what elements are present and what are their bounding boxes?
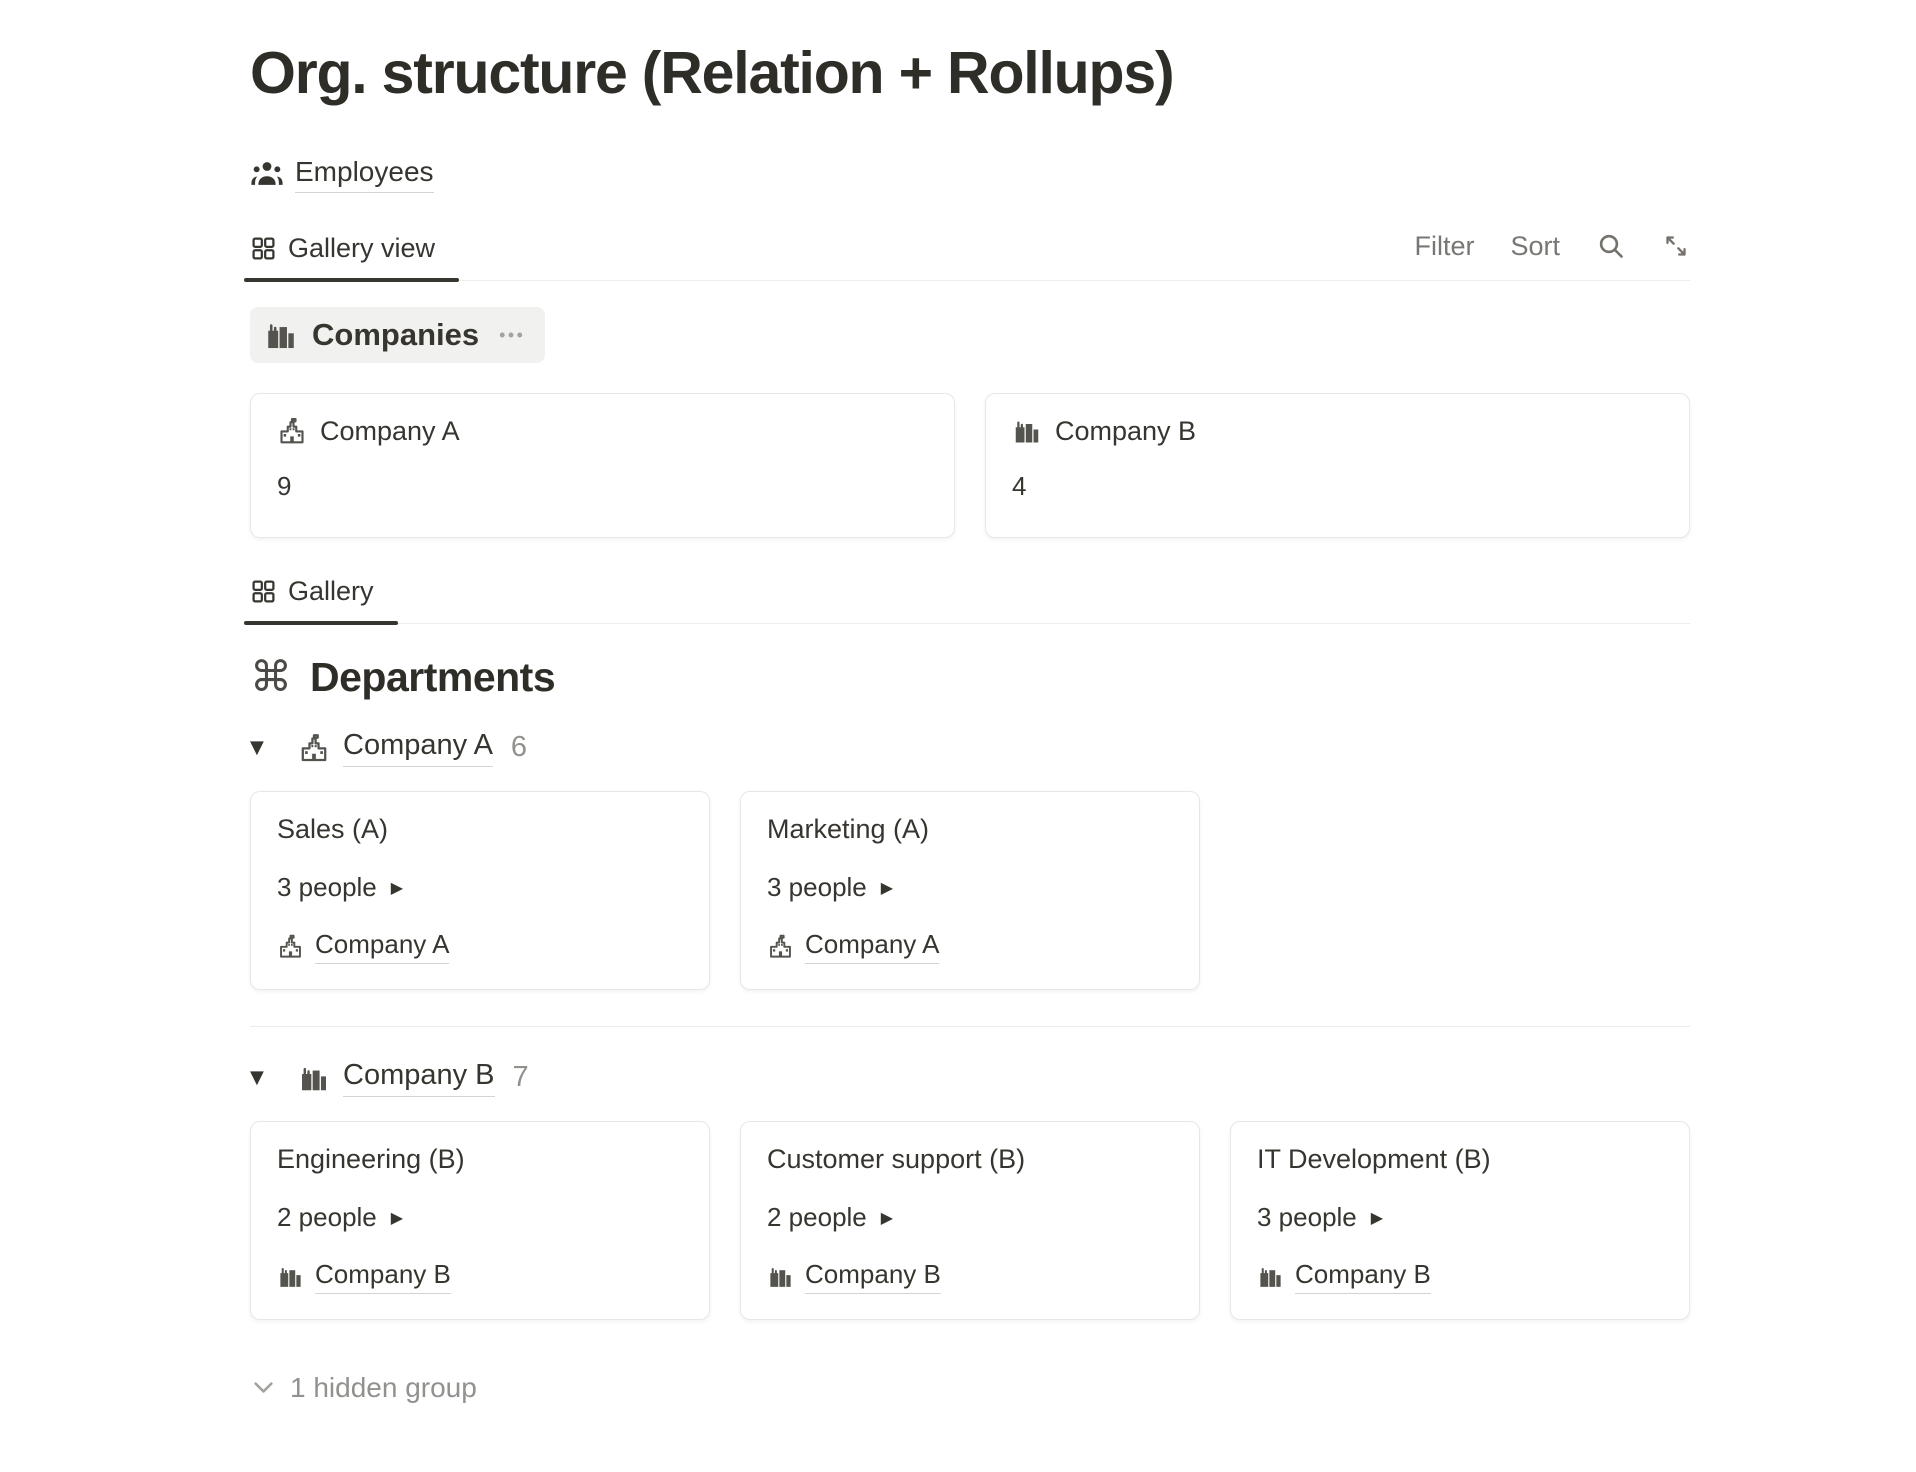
triangle-down-icon[interactable]: ▼	[250, 1067, 264, 1089]
departments-heading: ⌘ Departments	[250, 654, 1690, 701]
employees-label: Employees	[295, 156, 434, 193]
triangle-right-icon: ▶	[1370, 1207, 1384, 1227]
hidden-group-label: 1 hidden group	[290, 1371, 477, 1403]
rollup-value: 4	[1012, 470, 1027, 501]
dept-card-marketing-a[interactable]: Marketing (A) 3 people ▶ Company A	[740, 790, 1200, 990]
people-count: 3 people	[277, 871, 377, 902]
group-divider	[250, 1025, 1690, 1027]
company-card-title: Company B	[1055, 415, 1197, 446]
company-card-b[interactable]: Company B 4	[985, 392, 1690, 538]
triangle-right-icon: ▶	[390, 1207, 404, 1227]
tab-gallery[interactable]: Gallery	[244, 570, 398, 626]
company-link[interactable]: Company B	[805, 1259, 941, 1294]
dept-card-it-development-b[interactable]: IT Development (B) 3 people ▶ Company B	[1230, 1120, 1690, 1320]
command-icon: ⌘	[250, 652, 292, 702]
company-relation: Company B	[1257, 1259, 1663, 1294]
rollup-value: 9	[277, 470, 292, 501]
dept-card-title: Marketing (A)	[767, 813, 930, 844]
group-count: 6	[510, 731, 528, 764]
city-icon	[1257, 1263, 1284, 1290]
company-link[interactable]: Company B	[315, 1259, 451, 1294]
active-tab-underline	[244, 277, 460, 283]
group-header-company-b: ▼ Company B 7	[250, 1059, 1690, 1097]
city-icon	[277, 1263, 304, 1290]
group-a-cards: Sales (A) 3 people ▶ Company A Marketing…	[250, 790, 1690, 990]
companies-group-header[interactable]: Companies	[250, 306, 546, 363]
company-relation: Company A	[767, 929, 1173, 964]
dept-card-title: Engineering (B)	[277, 1143, 465, 1174]
page-title[interactable]: Org. structure (Relation + Rollups)	[250, 40, 1175, 106]
triangle-down-icon[interactable]: ▼	[250, 737, 264, 759]
sort-button[interactable]: Sort	[1510, 230, 1560, 261]
employees-link[interactable]: Employees	[250, 156, 434, 193]
group-link-company-b[interactable]: Company B	[343, 1059, 495, 1097]
tab-gallery-view[interactable]: Gallery view	[244, 227, 460, 283]
gallery-grid-icon	[250, 578, 277, 605]
company-relation: Company A	[277, 929, 683, 964]
gallery-grid-icon	[250, 235, 277, 262]
page-content: Org. structure (Relation + Rollups) Empl…	[244, 40, 1690, 1404]
company-link[interactable]: Company A	[315, 929, 450, 964]
city-icon	[298, 1062, 330, 1094]
company-relation: Company B	[767, 1259, 1173, 1294]
dept-card-sales-a[interactable]: Sales (A) 3 people ▶ Company A	[250, 790, 710, 990]
dept-card-engineering-b[interactable]: Engineering (B) 2 people ▶ Company B	[250, 1120, 710, 1320]
dept-card-title: Customer support (B)	[767, 1143, 1026, 1174]
companies-title: Companies	[312, 316, 480, 352]
triangle-right-icon: ▶	[880, 1207, 894, 1227]
group-count: 7	[512, 1061, 529, 1094]
people-rollup[interactable]: 3 people ▶	[1257, 1202, 1663, 1233]
group-link-company-a[interactable]: Company A	[343, 729, 493, 767]
dept-card-title: Sales (A)	[277, 813, 389, 844]
people-rollup[interactable]: 2 people ▶	[767, 1202, 1173, 1233]
toolbar-actions: Filter Sort	[1414, 231, 1690, 280]
city-icon	[1012, 416, 1042, 446]
company-card-a[interactable]: Company A 9	[250, 392, 955, 538]
tab-gallery-view-label: Gallery view	[288, 232, 436, 263]
company-link[interactable]: Company A	[805, 929, 940, 964]
triangle-right-icon: ▶	[390, 877, 404, 897]
school-icon	[298, 732, 330, 764]
dept-card-customer-support-b[interactable]: Customer support (B) 2 people ▶ Company …	[740, 1120, 1200, 1320]
company-relation: Company B	[277, 1259, 683, 1294]
active-tab-underline	[244, 620, 398, 626]
people-rollup[interactable]: 3 people ▶	[767, 872, 1173, 903]
people-icon	[250, 157, 284, 191]
people-count: 3 people	[767, 871, 867, 902]
people-count: 2 people	[767, 1201, 867, 1232]
view-toolbar: Gallery view Filter Sort	[244, 227, 1690, 283]
company-link[interactable]: Company B	[1295, 1259, 1431, 1294]
school-icon	[767, 933, 794, 960]
filter-button[interactable]: Filter	[1414, 230, 1475, 261]
factory-icon	[264, 318, 298, 352]
tab-gallery-label: Gallery	[288, 575, 374, 606]
people-rollup[interactable]: 2 people ▶	[277, 1202, 683, 1233]
group-header-company-a: ▼ Company A 6	[250, 729, 1690, 767]
people-count: 2 people	[277, 1201, 377, 1232]
group-b-cards: Engineering (B) 2 people ▶ Company B Cus…	[250, 1120, 1690, 1320]
people-rollup[interactable]: 3 people ▶	[277, 872, 683, 903]
departments-toolbar: Gallery	[244, 570, 1690, 626]
companies-cards: Company A 9 Company B 4	[250, 392, 1690, 538]
hidden-group-toggle[interactable]: 1 hidden group	[250, 1372, 477, 1404]
expand-icon[interactable]	[1662, 232, 1690, 260]
dots-menu-icon[interactable]	[497, 321, 525, 349]
search-icon[interactable]	[1596, 231, 1626, 261]
company-card-title: Company A	[320, 415, 460, 446]
departments-title: Departments	[310, 653, 556, 700]
chevron-down-icon	[250, 1374, 277, 1401]
dept-card-title: IT Development (B)	[1257, 1143, 1491, 1174]
people-count: 3 people	[1257, 1201, 1357, 1232]
triangle-right-icon: ▶	[880, 877, 894, 897]
city-icon	[767, 1263, 794, 1290]
school-icon	[277, 933, 304, 960]
school-icon	[277, 416, 307, 446]
